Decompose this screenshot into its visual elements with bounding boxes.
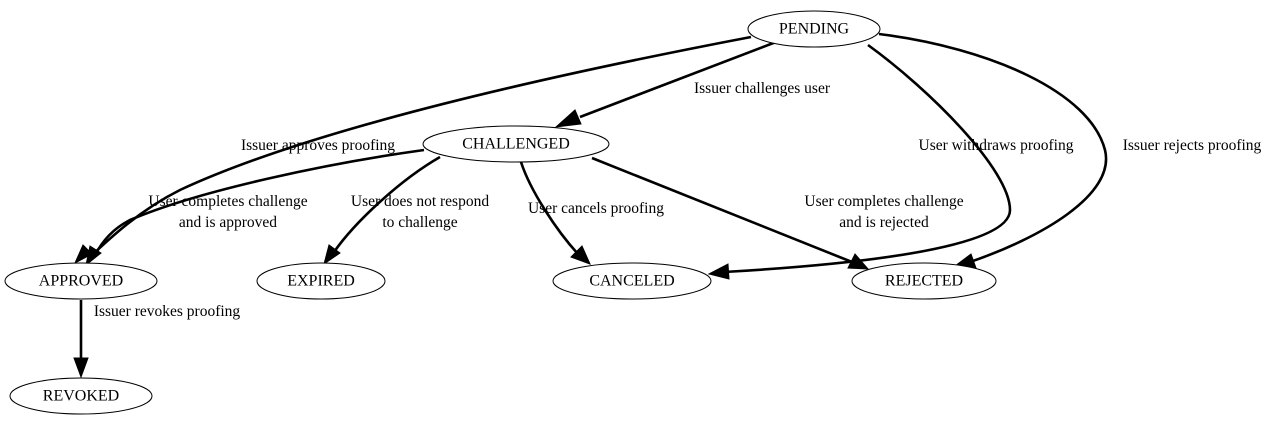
edges-layer: [73, 32, 1108, 379]
arrowhead-icon-challenged-canceled: [570, 245, 591, 265]
edge-challenged-approved: [85, 148, 425, 267]
edge-line-pending-challenged: [579, 40, 777, 119]
node-shape-rejected[interactable]: [851, 262, 997, 300]
edge-label-line: User withdraws proofing: [919, 137, 1074, 154]
arrowhead-icon-pending-approved: [73, 244, 93, 265]
edge-challenged-rejected: [591, 156, 870, 270]
edge-label-pending-approved: Issuer approves proofing: [241, 137, 395, 154]
edge-label-challenged-rejected: User completes challenge and is rejected: [804, 193, 963, 231]
edge-label-line: Issuer rejects proofing: [1123, 137, 1262, 154]
node-expired[interactable]: EXPIRED: [256, 262, 386, 300]
node-shape-approved[interactable]: [4, 262, 158, 300]
node-shape-pending[interactable]: [747, 10, 881, 48]
arrowhead-icon-challenged-expired: [323, 244, 341, 266]
node-rejected[interactable]: REJECTED: [851, 262, 997, 300]
edge-label-line: Issuer challenges user: [694, 80, 831, 97]
edge-challenged-expired: [323, 155, 441, 266]
node-shape-canceled[interactable]: [552, 262, 712, 300]
edge-pending-approved: [73, 35, 752, 265]
edge-pending-challenged: [554, 40, 777, 128]
edge-label-line: Issuer approves proofing: [241, 137, 395, 154]
edge-label-line: Issuer revokes proofing: [94, 303, 241, 320]
edge-label-challenged-expired: User does not respond to challenge: [351, 193, 489, 231]
node-approved[interactable]: APPROVED: [4, 262, 158, 300]
edge-line-challenged-expired: [332, 155, 441, 253]
arrowhead-icon-pending-challenged: [554, 109, 582, 128]
node-pending[interactable]: PENDING: [747, 10, 881, 48]
edge-label-line: and is approved: [179, 214, 277, 231]
edge-line-challenged-approved: [92, 148, 425, 258]
arrowhead-icon-pending-canceled: [707, 263, 730, 280]
edge-label-line: User completes challenge: [804, 193, 963, 210]
edge-label-challenged-canceled: User cancels proofing: [528, 200, 664, 217]
edge-label-line: to challenge: [382, 214, 457, 231]
edge-labels-layer: Issuer approves proofing Issuer challenge…: [94, 80, 1262, 320]
edge-challenged-canceled: [519, 161, 591, 265]
edge-label-pending-rejected: Issuer rejects proofing: [1123, 137, 1262, 154]
edge-label-pending-challenged: Issuer challenges user: [694, 80, 831, 97]
edge-line-pending-approved: [88, 35, 752, 259]
edge-line-pending-rejected: [878, 32, 1108, 264]
arrowhead-icon-challenged-rejected: [847, 253, 870, 270]
node-shape-expired[interactable]: [256, 262, 386, 300]
edge-label-line: User does not respond: [351, 193, 489, 210]
node-challenged[interactable]: CHALLENGED: [422, 125, 610, 163]
edge-label-challenged-approved: User completes challenge and is approved: [148, 193, 307, 231]
edge-approved-revoked: [73, 300, 89, 379]
edge-line-challenged-rejected: [591, 156, 853, 264]
node-canceled[interactable]: CANCELED: [552, 262, 712, 300]
arrowhead-icon-challenged-approved: [85, 245, 102, 267]
edge-label-line: User cancels proofing: [528, 200, 664, 217]
edge-label-pending-canceled: User withdraws proofing: [919, 137, 1074, 154]
node-shape-challenged[interactable]: [422, 125, 610, 163]
edge-label-line: and is rejected: [839, 214, 929, 231]
node-shape-revoked[interactable]: [9, 377, 153, 415]
arrowhead-icon-approved-revoked: [73, 357, 89, 379]
node-revoked[interactable]: REVOKED: [9, 377, 153, 415]
edge-label-approved-revoked: Issuer revokes proofing: [94, 303, 241, 320]
edge-line-challenged-canceled: [519, 161, 579, 255]
edge-label-line: User completes challenge: [148, 193, 307, 210]
